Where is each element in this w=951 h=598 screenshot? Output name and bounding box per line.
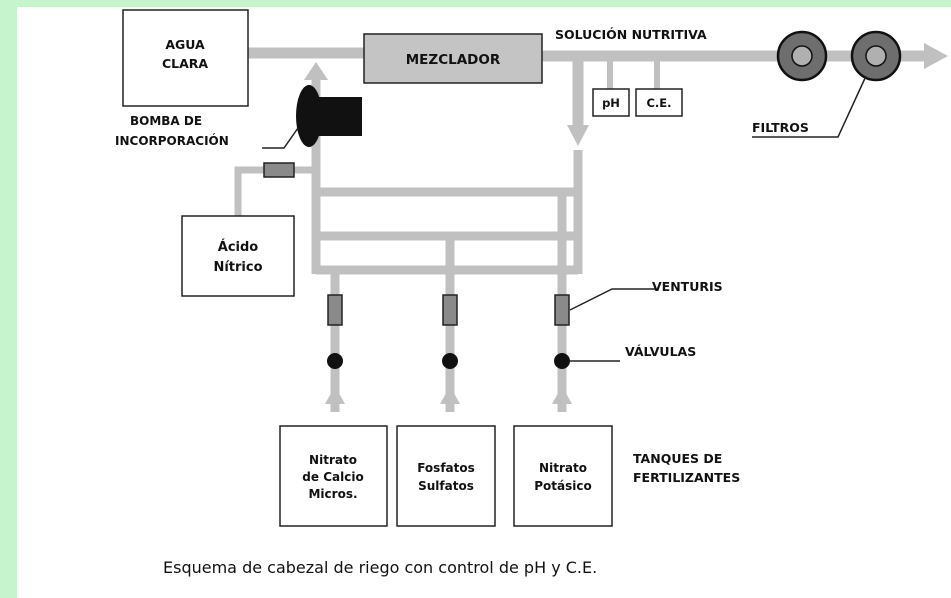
tanque-2-label-1: Fosfatos <box>417 461 475 475</box>
tanque-3-box: Nitrato Potásico <box>513 425 613 527</box>
acido-label-1: Ácido <box>218 239 259 255</box>
arrow-up-feed-1 <box>325 386 345 404</box>
bomba-label-1: BOMBA DE <box>130 114 202 128</box>
venturi-3-icon <box>554 294 570 326</box>
tanque-3-label-2: Potásico <box>534 479 592 493</box>
tanque-3-label-1: Nitrato <box>539 461 587 475</box>
venturi-acid-icon <box>263 162 295 178</box>
tanque-1-box: Nitrato de Calcio Micros. <box>279 425 388 527</box>
ph-sensor: pH <box>592 88 630 117</box>
tanques-label-2: FERTILIZANTES <box>633 470 740 485</box>
mezclador-box: MEZCLADOR <box>363 33 543 84</box>
filter-1-icon <box>776 30 828 82</box>
ce-label: C.E. <box>646 96 671 110</box>
bomba-leader <box>262 127 299 149</box>
venturis-label: VENTURIS <box>652 279 723 294</box>
diagram-caption: Esquema de cabezal de riego con control … <box>163 558 597 577</box>
tanque-1-label-2: de Calcio <box>302 470 363 484</box>
agua-clara-box: AGUA CLARA <box>122 9 249 107</box>
tanque-2-box: Fosfatos Sulfatos <box>396 425 496 527</box>
agua-clara-label-2: CLARA <box>162 56 208 71</box>
valve-2-icon <box>442 353 458 369</box>
bomba-label-2: INCORPORACIÓN <box>115 133 229 148</box>
ce-sensor: C.E. <box>635 88 683 117</box>
arrow-up-feed-2 <box>440 386 460 404</box>
ph-label: pH <box>602 96 620 110</box>
arrow-outlet <box>924 43 948 69</box>
venturis <box>263 162 570 326</box>
filtros-label: FILTROS <box>752 120 809 135</box>
solucion-nutritiva-label: SOLUCIÓN NUTRITIVA <box>555 27 707 42</box>
acido-label-2: Nítrico <box>213 260 262 275</box>
valve-1-icon <box>327 353 343 369</box>
arrow-up-riser <box>304 62 328 80</box>
arrow-up-feed-3 <box>552 386 572 404</box>
tanque-1-label-3: Micros. <box>308 487 357 501</box>
filtros-leader <box>752 75 867 138</box>
arrow-down-return <box>567 125 589 146</box>
filter-2-icon <box>850 30 902 82</box>
tanque-2-label-2: Sulfatos <box>418 479 474 493</box>
valves <box>327 353 570 369</box>
acido-nitrico-box: Ácido Nítrico <box>181 215 295 297</box>
venturi-1-icon <box>327 294 343 326</box>
mezclador-label: MEZCLADOR <box>406 52 501 68</box>
pump-icon <box>296 85 362 147</box>
venturi-2-icon <box>442 294 458 326</box>
leader-lines <box>262 75 867 362</box>
valve-3-icon <box>554 353 570 369</box>
agua-clara-label-1: AGUA <box>165 37 205 52</box>
venturis-leader <box>569 288 656 311</box>
tanque-1-label-1: Nitrato <box>309 453 357 467</box>
tanques-label-1: TANQUES DE <box>633 451 722 466</box>
flow-arrows <box>304 43 948 404</box>
valvulas-label: VÁLVULAS <box>625 344 696 359</box>
